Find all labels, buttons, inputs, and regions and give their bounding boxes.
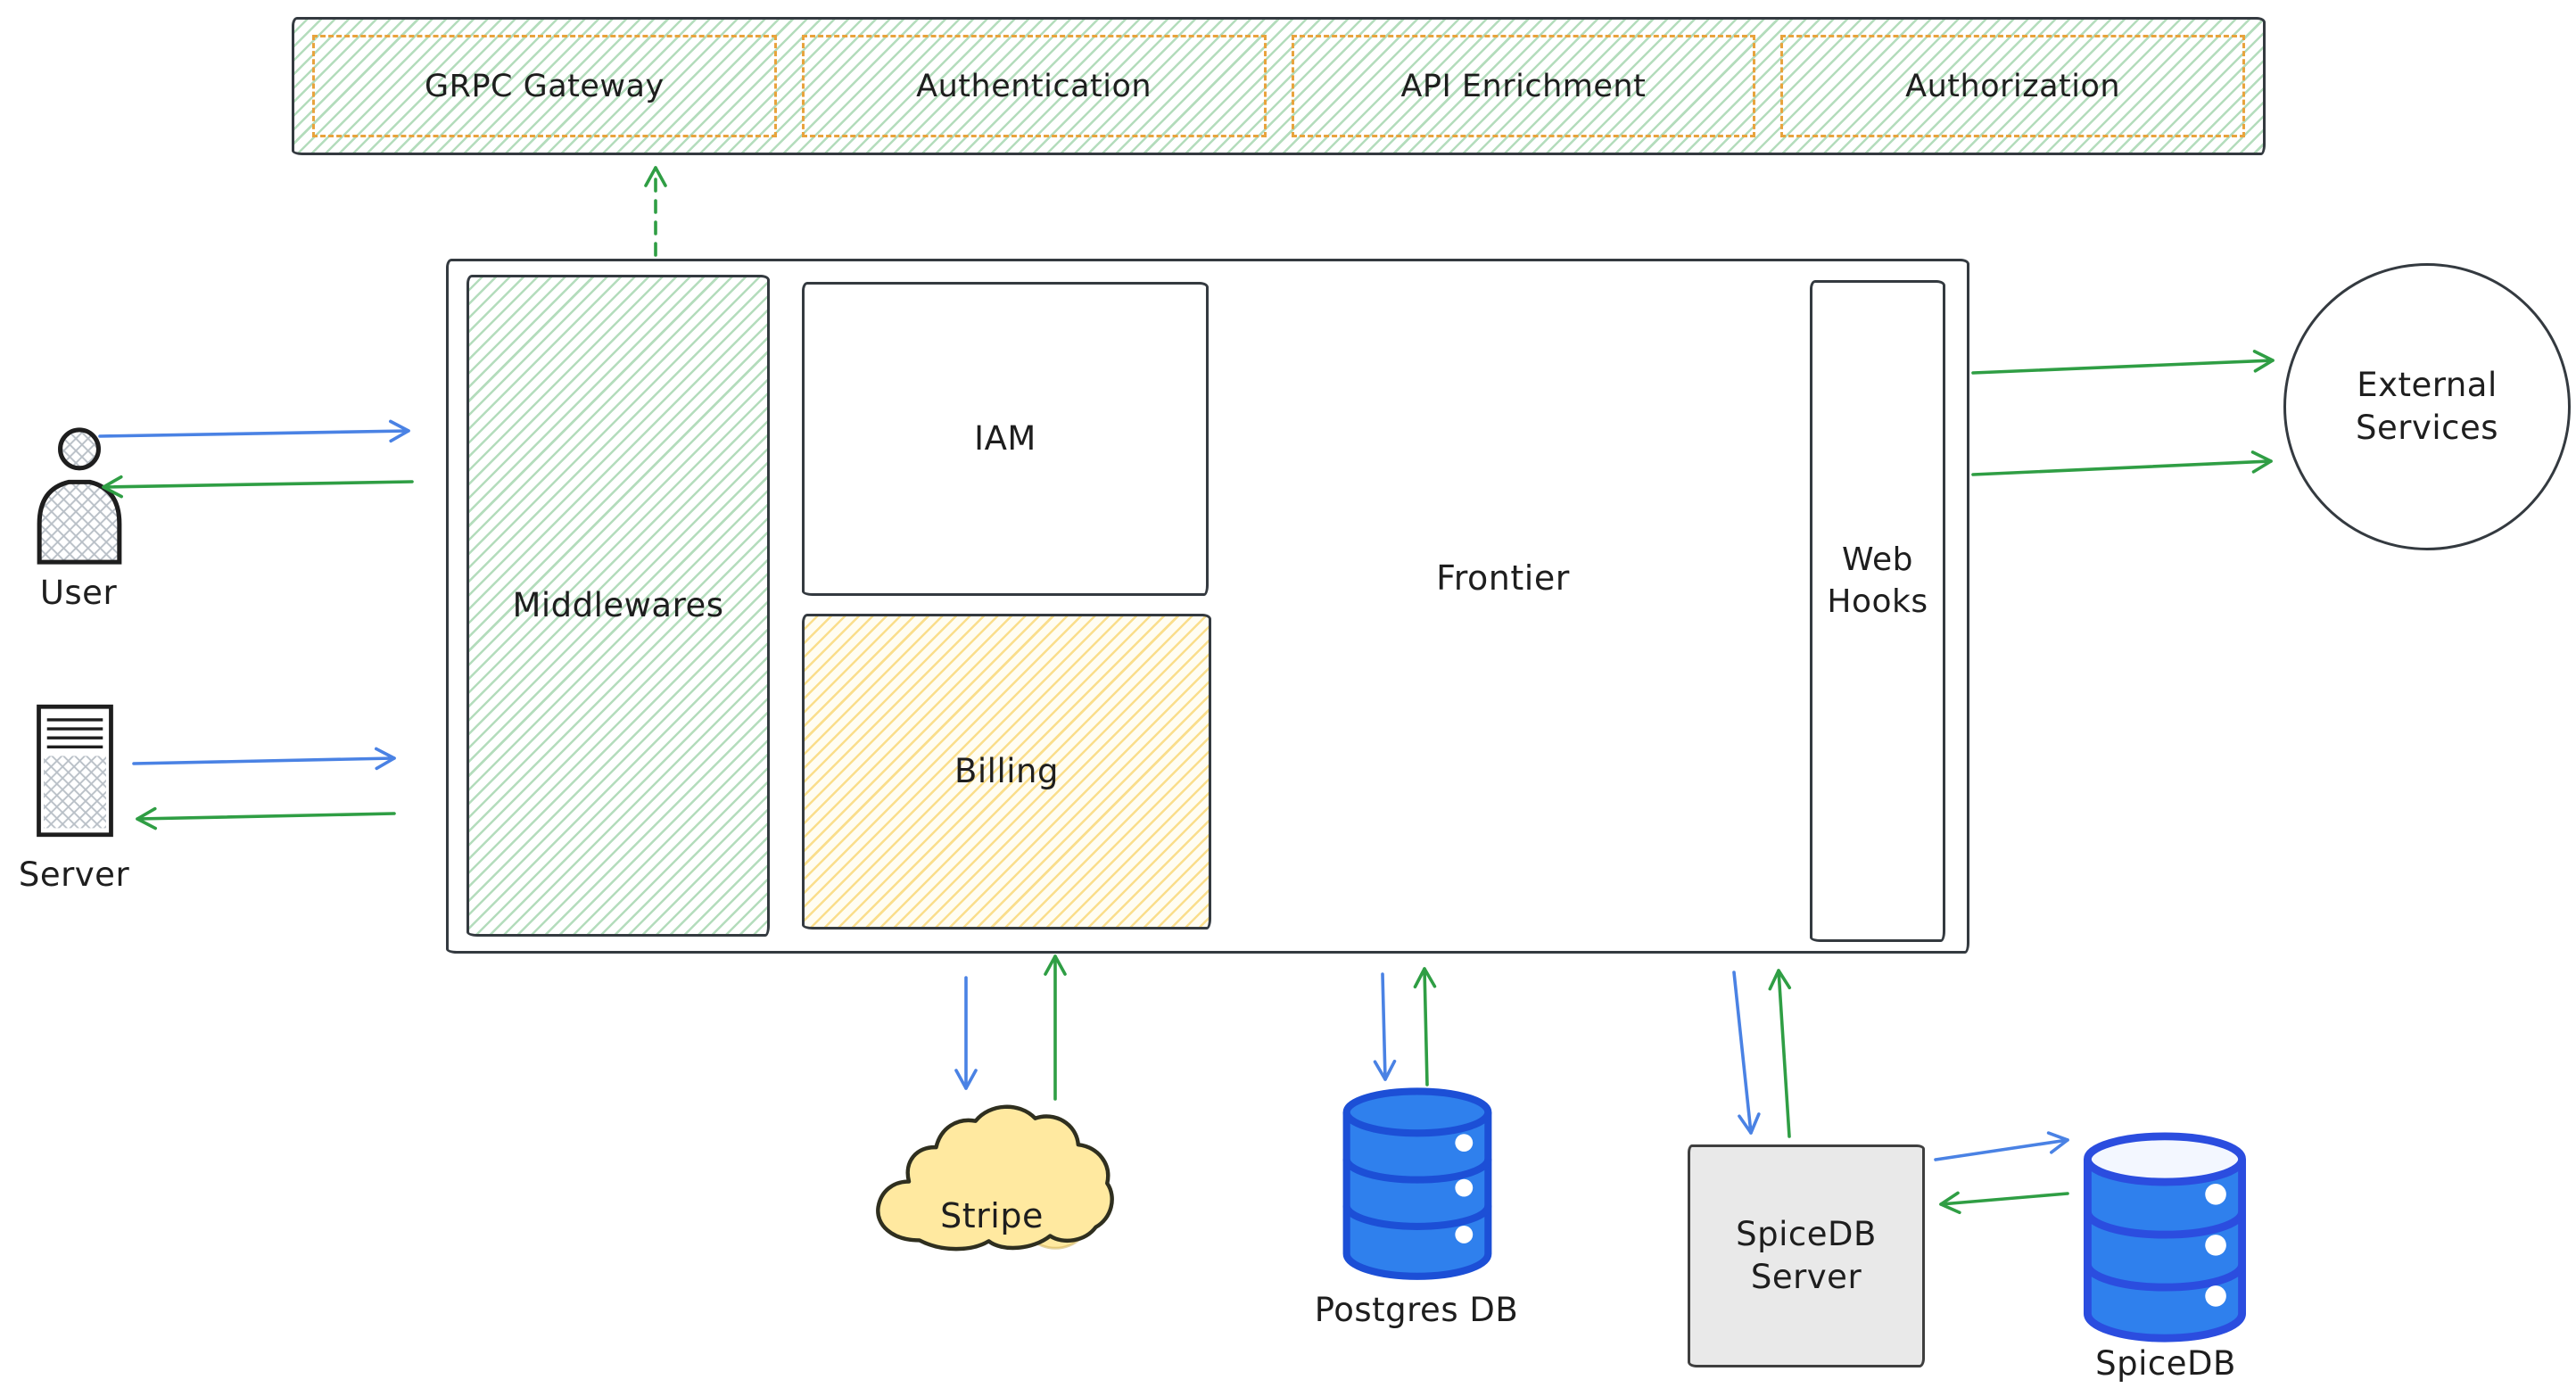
arrow-user-to-frontier bbox=[98, 419, 410, 443]
arrow-spicedb-to-spicedb-server bbox=[1939, 1191, 2069, 1215]
arrow-frontier-to-external-top bbox=[1971, 350, 2275, 375]
pipeline-item-authorization: Authorization bbox=[1780, 35, 2245, 137]
pipeline-bar: GRPC Gateway Authentication API Enrichme… bbox=[292, 17, 2266, 155]
arrow-frontier-to-postgres bbox=[1373, 972, 1397, 1081]
pipeline-item-label: API Enrichment bbox=[1400, 68, 1647, 104]
arrow-frontier-to-external-bottom bbox=[1971, 450, 2273, 476]
user-label: User bbox=[39, 574, 118, 612]
arrow-frontier-to-server bbox=[136, 806, 396, 830]
pipeline-item-api-enrichment: API Enrichment bbox=[1291, 35, 1756, 137]
billing-box: Billing bbox=[802, 614, 1211, 929]
arrow-server-to-frontier bbox=[132, 747, 396, 771]
arrow-spicedb-server-to-spicedb bbox=[1934, 1131, 2069, 1161]
postgres-db-icon bbox=[1342, 1087, 1492, 1280]
spicedb-server-box: SpiceDB Server bbox=[1688, 1144, 1925, 1367]
postgres-db-label: Postgres DB bbox=[1314, 1291, 1519, 1329]
stripe-cloud-icon bbox=[876, 1104, 1114, 1252]
iam-label: IAM bbox=[974, 418, 1036, 458]
webhooks-label: Web Hooks bbox=[1827, 541, 1928, 620]
arrow-spicedb-server-to-frontier bbox=[1768, 969, 1792, 1138]
pipeline-item-label: Authorization bbox=[1905, 68, 2121, 104]
frontier-title: Frontier bbox=[1436, 558, 1570, 598]
billing-label: Billing bbox=[954, 751, 1059, 790]
pipeline-item-grpc-gateway: GRPC Gateway bbox=[312, 35, 777, 137]
server-icon bbox=[37, 704, 113, 838]
stripe-label: Stripe bbox=[940, 1196, 1044, 1235]
pipeline-item-label: GRPC Gateway bbox=[425, 68, 665, 104]
arrow-frontier-to-spicedb-server bbox=[1732, 971, 1761, 1135]
middlewares-label: Middlewares bbox=[512, 585, 724, 624]
server-label: Server bbox=[18, 855, 130, 894]
pipeline-item-authentication: Authentication bbox=[801, 35, 1267, 137]
external-services-label: External Services bbox=[2355, 365, 2499, 447]
user-icon bbox=[37, 427, 122, 565]
external-services-node: External Services bbox=[2283, 263, 2571, 550]
pipeline-item-label: Authentication bbox=[916, 68, 1152, 104]
arrow-frontier-to-user bbox=[102, 475, 414, 499]
webhooks-box: Web Hooks bbox=[1810, 280, 1945, 942]
iam-box: IAM bbox=[802, 282, 1209, 596]
spicedb-db-icon bbox=[2083, 1132, 2247, 1343]
arrow-postgres-to-frontier bbox=[1413, 967, 1437, 1086]
middlewares-box: Middlewares bbox=[466, 275, 770, 937]
spicedb-server-label: SpiceDB Server bbox=[1736, 1214, 1877, 1296]
spicedb-label: SpiceDB bbox=[2095, 1344, 2236, 1383]
